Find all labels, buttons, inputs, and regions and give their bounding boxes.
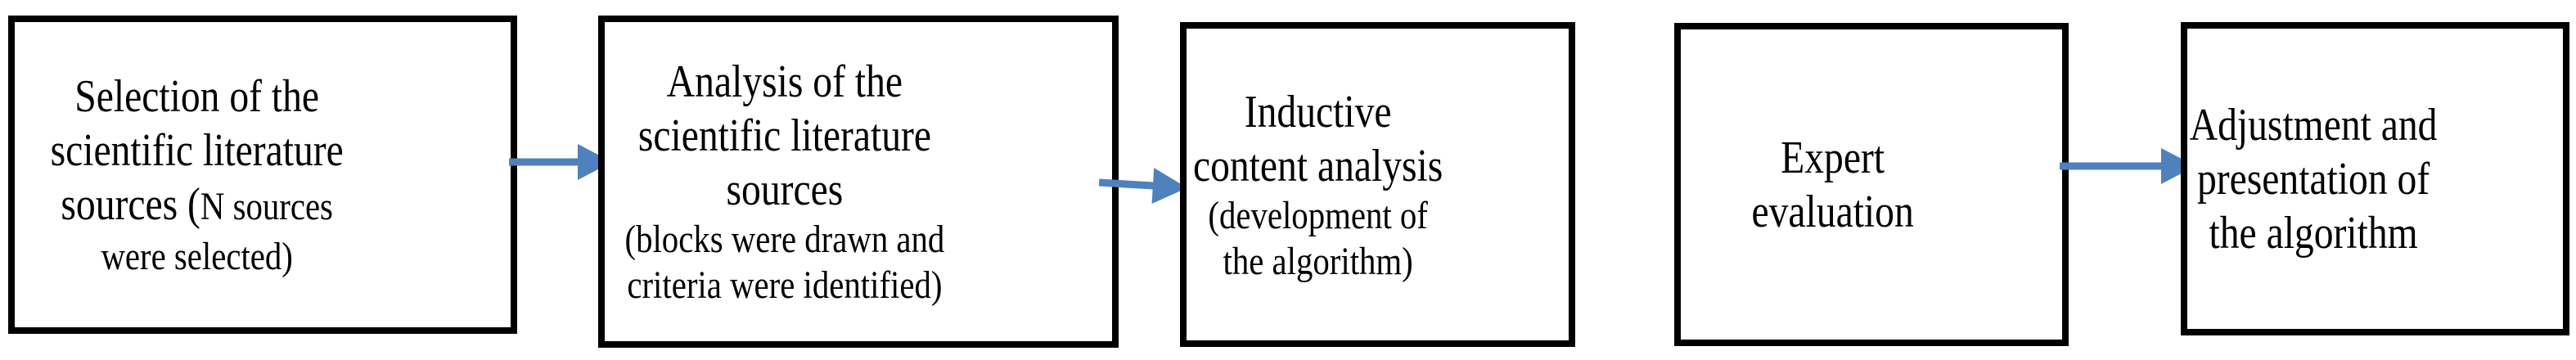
step-text-line-paren: criteria were identified)	[627, 263, 943, 307]
step-text-line: Analysis of the	[666, 56, 903, 107]
step-text-segment: sources (	[61, 179, 201, 230]
step-text: Selection of the scientific literature s…	[51, 70, 344, 280]
step-text: Inductive content analysis (development …	[1193, 85, 1443, 285]
step-text-segment-paren: N sources	[200, 185, 334, 228]
step-text-line: scientific literature	[637, 110, 932, 161]
step-text: Analysis of the scientific literature so…	[625, 55, 945, 308]
step-text-line-paren: the algorithm)	[1223, 239, 1414, 283]
step-text-line: scientific literature	[50, 125, 345, 176]
step-text-line: presentation of	[2197, 153, 2430, 205]
step-box-selection-of-sources: Selection of the scientific literature s…	[8, 16, 517, 334]
step-text-line: evaluation	[1751, 186, 1914, 237]
step-text-line: Inductive	[1245, 86, 1392, 137]
flow-arrow-right-icon	[1098, 168, 1187, 204]
flow-arrow-right-icon	[2060, 148, 2195, 184]
step-box-analysis-of-sources: Analysis of the scientific literature so…	[598, 16, 1119, 348]
step-box-inductive-content-analysis: Inductive content analysis (development …	[1180, 22, 1575, 347]
step-text-line-paren: (blocks were drawn and	[624, 218, 945, 261]
step-text-line: Adjustment and	[2190, 99, 2438, 151]
step-text-line: Expert	[1781, 132, 1885, 183]
step-box-adjustment-presentation: Adjustment and presentation of the algor…	[2181, 22, 2569, 335]
flow-arrow-right-icon	[509, 144, 612, 180]
step-text: Adjustment and presentation of the algor…	[2190, 98, 2438, 260]
step-text-line-paren: (development of	[1208, 193, 1429, 237]
step-text: Expert evaluation	[1751, 131, 1913, 239]
step-box-expert-evaluation: Expert evaluation	[1674, 23, 2069, 346]
step-text-line: the algorithm	[2209, 207, 2419, 259]
step-text-line-paren: were selected)	[101, 235, 294, 278]
step-text-line: sources	[726, 164, 844, 215]
step-text-line: sources (N sources	[51, 178, 344, 234]
step-text-line: content analysis	[1193, 140, 1443, 191]
step-text-line: Selection of the	[74, 71, 320, 122]
